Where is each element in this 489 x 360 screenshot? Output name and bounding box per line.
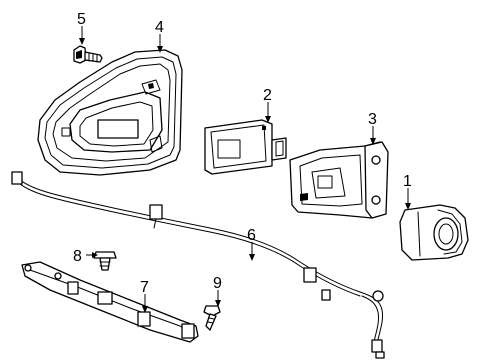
callout-8: 8 [73,248,82,265]
leader-lines [79,26,411,313]
bolt-part [73,45,103,64]
callout-labels: 1 2 3 4 5 6 7 8 9 [73,11,412,296]
callout-7: 7 [140,279,149,296]
push-clip-part [93,251,117,271]
callout-4: 4 [155,19,164,36]
callout-6: 6 [247,227,256,244]
lamp-housing-part [37,49,183,176]
control-module-part [204,119,287,175]
callout-9: 9 [213,275,222,292]
sensor-part [399,204,469,261]
callout-3: 3 [368,111,377,128]
wire-harness-part [11,171,385,359]
callout-1: 1 [403,173,412,190]
callout-2: 2 [263,87,272,104]
lower-retainer-part [21,261,199,343]
sensor-bracket-part [289,141,389,219]
callout-5: 5 [77,11,86,28]
screw-part [203,305,221,331]
